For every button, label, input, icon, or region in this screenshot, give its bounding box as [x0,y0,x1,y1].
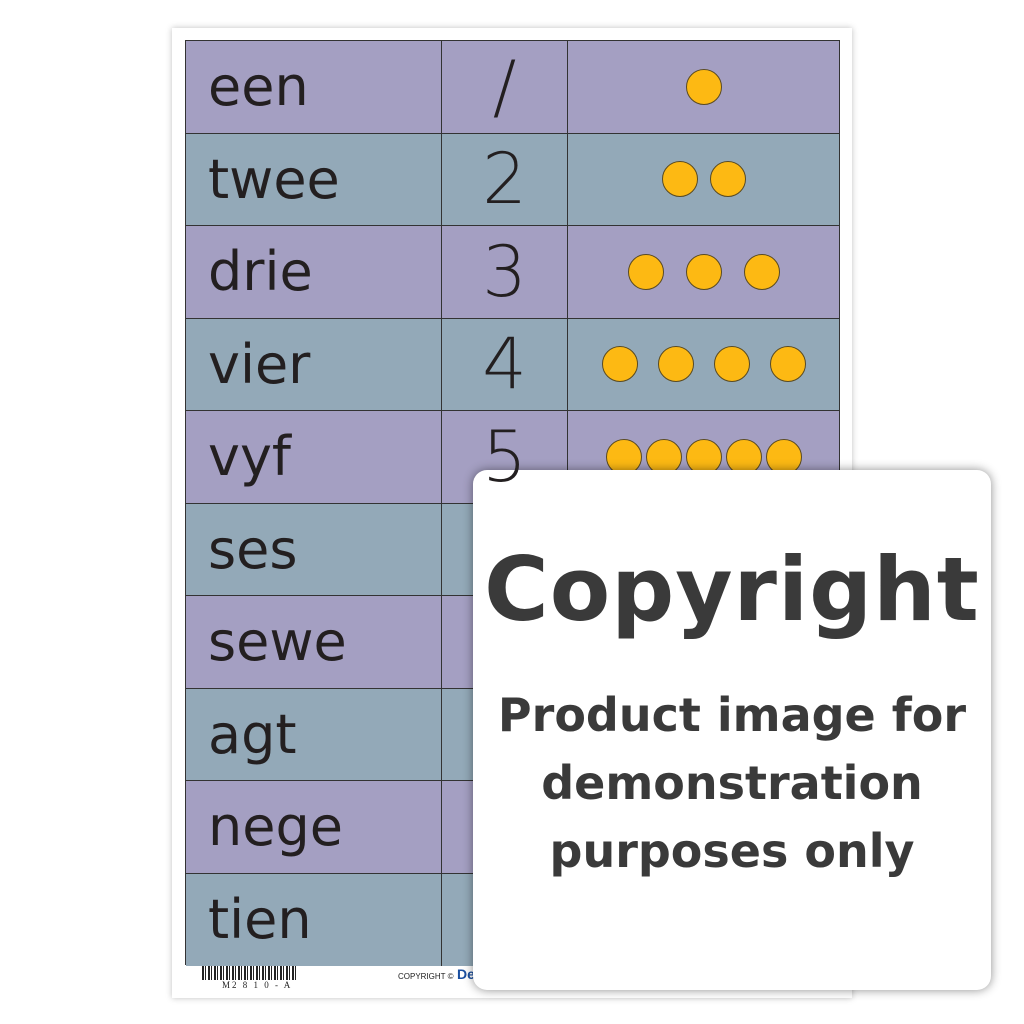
numeral: 4 [482,323,527,406]
dot [685,253,722,290]
number-word: ses [186,503,442,595]
copyright-notice: COPYRIGHT © [398,972,454,981]
numeral-cell: 2 [442,133,568,225]
numeral-cell: 4 [442,318,568,410]
number-word: nege [186,781,442,873]
dot [713,346,750,383]
watermark-title: Copyright [484,538,980,641]
dot-count [568,319,839,411]
barcode [202,966,297,980]
dot [765,438,802,475]
number-word: vyf [186,411,442,503]
numeral-cell: 3 [442,226,568,318]
dot-count [568,41,839,133]
dot [661,161,698,198]
number-word: twee [186,133,442,225]
watermark-line: purposes only [549,824,915,878]
dot-count [568,226,839,318]
dot [743,253,780,290]
watermark-subtitle: Product image for demonstration purposes… [473,681,991,885]
dot [685,68,722,105]
table-row: drie 3 [186,226,839,319]
watermark-line: demonstration [541,756,923,810]
dot [627,253,664,290]
number-word: vier [186,318,442,410]
dot-count [568,134,839,226]
numeral-cell: / [442,41,568,133]
table-row: vier 4 [186,318,839,411]
copyright-watermark: Copyright Product image for demonstratio… [473,470,991,990]
dot [725,438,762,475]
dot [605,438,642,475]
product-code: M2 8 1 0 - A [222,980,293,990]
number-word: een [186,41,442,133]
numeral: / [492,45,517,128]
dot [769,346,806,383]
number-word: sewe [186,596,442,688]
watermark-line: Product image for [497,688,967,742]
dot [657,346,694,383]
numeral: 2 [482,138,527,221]
table-row: een / [186,41,839,134]
numeral: 5 [482,415,527,498]
dot [709,161,746,198]
brand-logo: De [457,966,475,982]
numeral-cell: 5 [442,411,568,503]
number-word: drie [186,226,442,318]
number-word: tien [186,873,442,966]
dot [601,346,638,383]
dot-count [568,411,839,503]
table-row: twee 2 [186,133,839,226]
numeral: 3 [482,230,527,313]
number-word: agt [186,688,442,780]
